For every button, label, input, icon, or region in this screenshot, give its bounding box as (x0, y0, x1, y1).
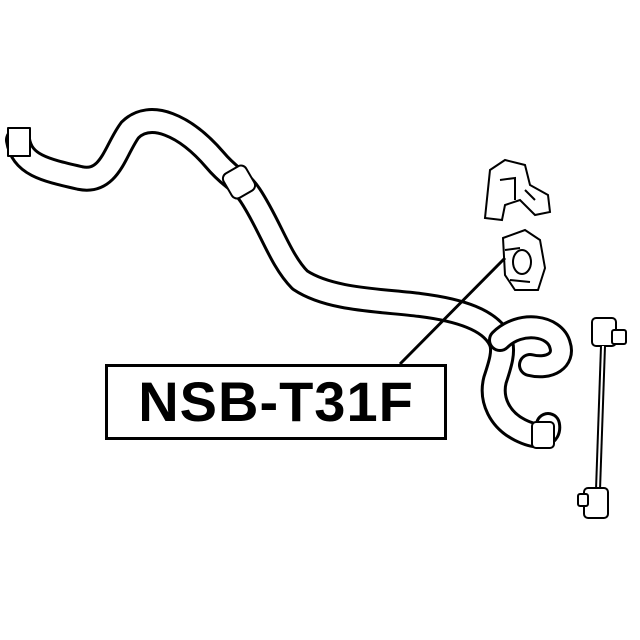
part-number-label: NSB-T31F (105, 364, 447, 440)
leader-line (398, 256, 507, 366)
stabilizer-bushing (501, 228, 547, 291)
stabilizer-link (577, 317, 627, 519)
stabilizer-bar (5, 108, 573, 449)
bushing-bracket (483, 158, 552, 222)
